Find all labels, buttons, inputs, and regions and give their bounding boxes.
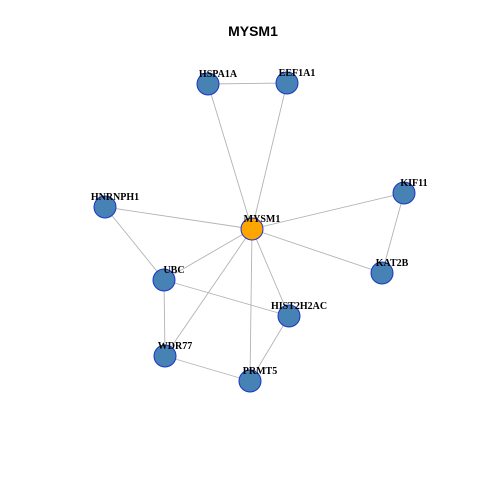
edge-hnrnph1-mysm1 (104, 206, 253, 230)
edge-mysm1-kat2b (251, 228, 383, 274)
node-label-hist2h2ac: HIST2H2AC (271, 301, 327, 312)
node-label-eef1a1: EEF1A1 (279, 68, 316, 79)
edge-kif11-kat2b (381, 192, 405, 274)
node-mysm1 (240, 217, 264, 241)
node-label-mysm1: MYSM1 (244, 214, 281, 225)
graph-title: MYSM1 (228, 23, 278, 39)
edge-hspa1a-mysm1 (207, 83, 253, 230)
edge-hist2h2ac-prmt5 (249, 315, 290, 382)
edge-mysm1-ubc (163, 228, 253, 281)
node-hist2h2ac (277, 304, 301, 328)
edge-ubc-hist2h2ac (163, 279, 290, 317)
node-label-wdr77: WDR77 (158, 341, 192, 352)
node-hspa1a (196, 72, 220, 96)
edge-kif11-mysm1 (251, 192, 405, 230)
node-label-kif11: KIF11 (400, 178, 427, 189)
node-label-ubc: UBC (163, 265, 184, 276)
node-label-hnrnph1: HNRNPH1 (91, 192, 139, 203)
node-prmt5 (238, 369, 262, 393)
node-label-kat2b: KAT2B (376, 258, 409, 269)
edge-wdr77-prmt5 (164, 355, 251, 382)
node-eef1a1 (275, 71, 299, 95)
node-hnrnph1 (93, 195, 117, 219)
node-label-hspa1a: HSPA1A (199, 69, 238, 80)
node-label-prmt5: PRMT5 (243, 366, 277, 377)
node-ubc (152, 268, 176, 292)
node-wdr77 (153, 344, 177, 368)
edge-mysm1-hist2h2ac (251, 228, 290, 317)
edge-hnrnph1-ubc (104, 206, 165, 281)
edge-eef1a1-mysm1 (251, 82, 288, 230)
node-layer (93, 71, 416, 393)
edge-hspa1a-eef1a1 (207, 82, 288, 85)
node-kif11 (392, 181, 416, 205)
node-kat2b (370, 261, 394, 285)
edge-layer (104, 82, 405, 382)
edge-ubc-wdr77 (163, 279, 166, 357)
